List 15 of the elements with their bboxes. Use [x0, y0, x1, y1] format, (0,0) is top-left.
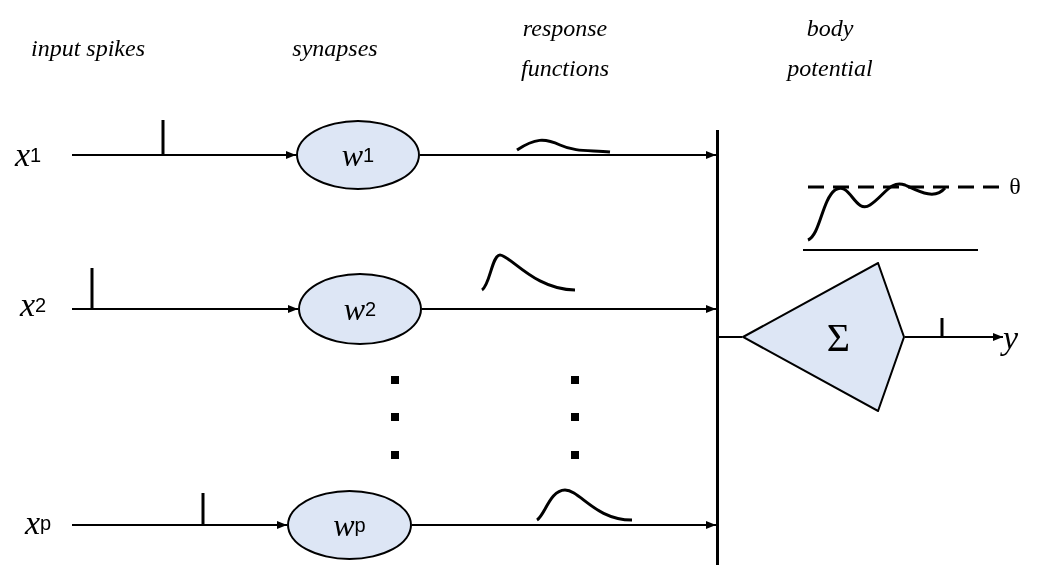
- summing-bus-line: [716, 130, 719, 565]
- column-heading: synapses: [291, 34, 379, 63]
- arrow: [71, 305, 299, 313]
- column-heading: input spikes: [30, 34, 146, 63]
- sigma-symbol: Σ: [826, 313, 851, 361]
- arrow: [421, 305, 717, 313]
- arrow: [419, 151, 717, 159]
- connector-line: [718, 336, 743, 338]
- threshold-label: θ: [1008, 172, 1022, 201]
- column-heading: response functions: [520, 14, 610, 83]
- arrow: [71, 151, 297, 159]
- arrow: [71, 521, 288, 529]
- arrow: [904, 333, 1004, 341]
- column-heading: body potential: [785, 14, 874, 83]
- arrow: [411, 521, 717, 529]
